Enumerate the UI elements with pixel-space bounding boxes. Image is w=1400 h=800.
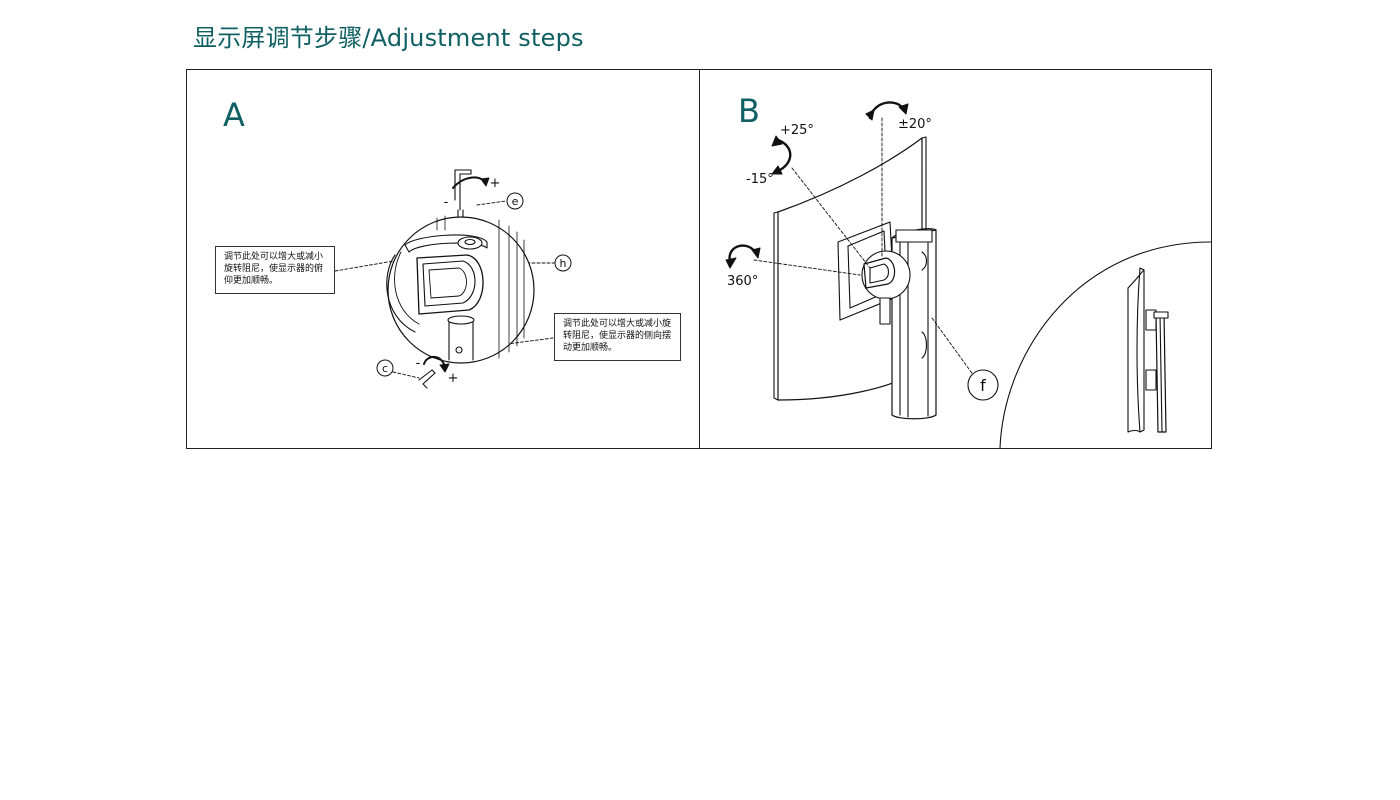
panel-letter-b: B: [738, 92, 760, 130]
plus-sign-bottom: +: [448, 371, 459, 386]
swivel-arrow: [868, 101, 906, 120]
angle-label-tilt-down: -15°: [746, 172, 774, 187]
panel-a: A: [187, 70, 700, 448]
svg-text:c: c: [382, 362, 388, 375]
callout-h: h: [554, 254, 572, 272]
minus-sign-top: -: [444, 195, 449, 210]
callout-e: e: [506, 192, 524, 210]
instruction-frame: A: [186, 69, 1212, 449]
allen-key-top: [454, 169, 472, 211]
callout-c: c: [376, 359, 394, 377]
callout-f: f: [967, 369, 999, 401]
minus-sign-bottom: -: [416, 356, 421, 371]
note-tilt-damping: 调节此处可以增大或减小旋转阻尼，使显示器的俯仰更加顺畅。: [215, 246, 335, 294]
angle-label-rotate: 360°: [727, 274, 758, 289]
side-view-inset: [999, 241, 1211, 448]
angle-label-tilt-up: +25°: [780, 123, 814, 138]
rotation-arrow-top: [452, 176, 486, 189]
panel-letter-a: A: [223, 96, 245, 134]
note-swivel-damping: 调节此处可以增大或减小旋转阻尼，使显示器的侧向摆动更加顺畅。: [554, 313, 681, 361]
svg-text:f: f: [980, 376, 986, 395]
panel-b: B: [700, 70, 1211, 448]
svg-text:e: e: [512, 195, 519, 208]
hinge-detail-diagram: e h c - + - +: [334, 169, 572, 389]
tilt-arrow: [776, 138, 792, 172]
plus-sign-top: +: [490, 176, 501, 191]
page-title: 显示屏调节步骤/Adjustment steps: [193, 24, 584, 52]
svg-text:h: h: [560, 257, 567, 270]
monitor-adjustment-diagram: f +25° -15° ±20° 360°: [725, 101, 1211, 448]
allen-key-bottom: [418, 369, 436, 389]
angle-label-swivel: ±20°: [898, 117, 932, 132]
